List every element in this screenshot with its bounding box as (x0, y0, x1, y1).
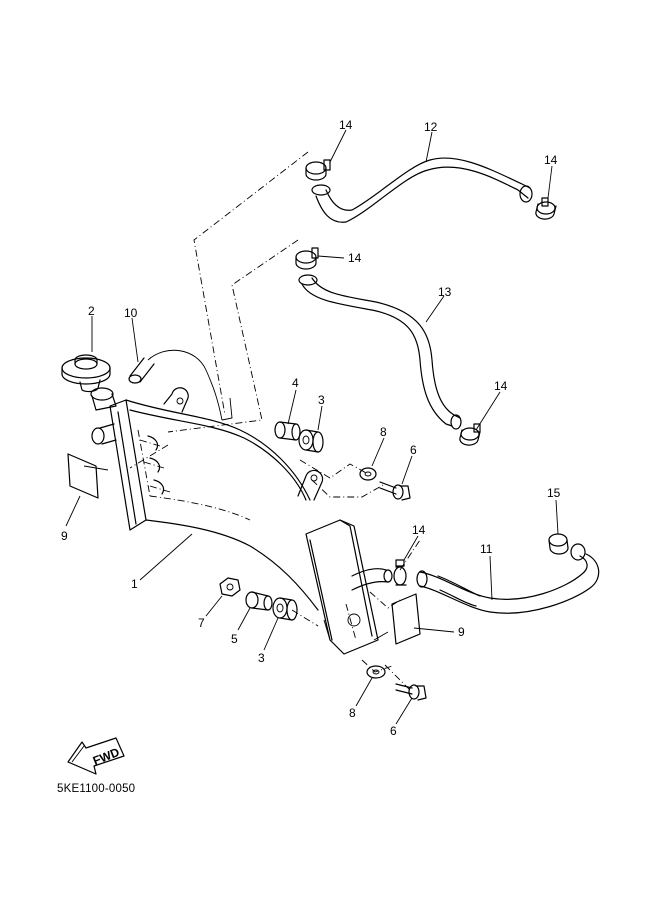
callout-14: 14 (544, 153, 558, 167)
bolt-6-lower (395, 683, 427, 701)
callout-4: 4 (292, 376, 299, 390)
callout-14: 14 (339, 118, 353, 132)
clamp-14-top-left (305, 159, 331, 181)
callout-3: 3 (318, 393, 325, 407)
damper-3-upper (298, 429, 324, 453)
washer-8-lower (366, 665, 386, 679)
callout-6: 6 (410, 443, 417, 457)
fwd-arrow: FWD (67, 737, 125, 775)
callout-14: 14 (412, 523, 426, 537)
clamp-14-mid (295, 247, 319, 270)
radiator-1 (90, 387, 393, 655)
clamp-14-lower (393, 559, 407, 586)
nut-7 (219, 577, 241, 597)
radiator-cap-2 (61, 354, 111, 393)
washer-8-upper (359, 467, 377, 481)
bolt-6-upper (379, 481, 411, 501)
callout-3: 3 (258, 651, 265, 665)
callout-5: 5 (231, 632, 238, 646)
callout-14: 14 (494, 379, 508, 393)
clamp-14-hose13 (459, 423, 481, 446)
callout-leaders (65, 129, 559, 725)
hose-11 (416, 553, 600, 614)
callout-11: 11 (480, 542, 493, 556)
callout-13: 13 (438, 285, 452, 299)
callout-14: 14 (348, 251, 362, 265)
hose-12 (311, 157, 533, 223)
clamp-14-top-right (535, 197, 557, 220)
hose-10 (128, 349, 233, 421)
label-9-left (67, 453, 109, 499)
hose-13 (298, 274, 462, 430)
callout-15: 15 (547, 486, 561, 500)
callout-7: 7 (198, 616, 205, 630)
callout-9: 9 (458, 625, 465, 639)
callout-2: 2 (88, 304, 95, 318)
label-9-right (391, 593, 421, 645)
callout-9: 9 (61, 529, 68, 543)
callout-numbers: 14 12 14 14 13 14 2 10 4 3 8 6 14 15 11 … (61, 118, 561, 738)
callout-8: 8 (349, 706, 356, 720)
collar-4-upper (274, 421, 301, 441)
callout-6: 6 (390, 724, 397, 738)
assembly-lines (129, 151, 421, 691)
collar-5 (245, 591, 273, 611)
diagram-reference-id: 5KE1100-0050 (57, 783, 136, 795)
callout-8: 8 (380, 425, 387, 439)
callout-1: 1 (131, 577, 138, 591)
damper-3-lower (272, 597, 298, 621)
fwd-text: FWD (91, 745, 122, 768)
callout-10: 10 (124, 306, 138, 320)
callout-12: 12 (424, 120, 438, 134)
